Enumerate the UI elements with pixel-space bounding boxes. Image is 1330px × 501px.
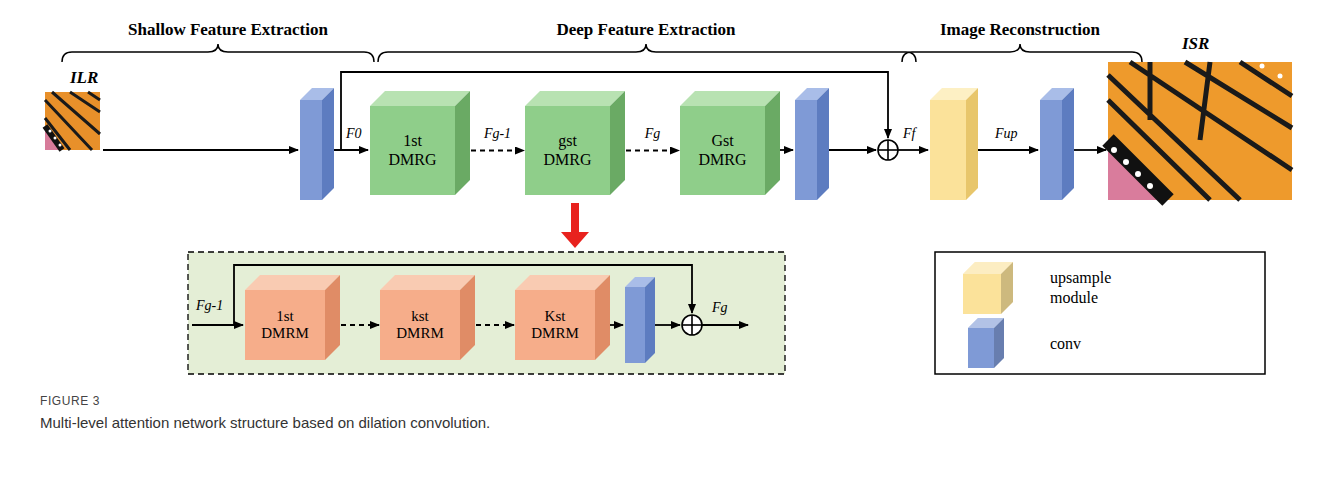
node-label: kst DMRM — [390, 308, 450, 343]
swatch-side — [1001, 262, 1013, 314]
legend-swatch — [968, 318, 1004, 368]
dashed-connector — [341, 324, 379, 326]
dashed-connector — [471, 150, 524, 152]
dashed-connector — [476, 324, 514, 326]
cube-top — [680, 91, 780, 106]
cube-side — [595, 275, 610, 360]
process-cube: Gst DMRG — [680, 91, 780, 195]
section-heading: Image Reconstruction — [940, 20, 1100, 40]
swatch-shape — [968, 318, 1004, 368]
cube-face: 1st DMRG — [370, 106, 455, 195]
section-brace — [62, 44, 374, 62]
cube-top — [525, 91, 625, 106]
swatch-front — [968, 328, 994, 368]
swatch-shape — [963, 262, 1013, 314]
cube-side — [325, 275, 340, 360]
cube-face: kst DMRM — [380, 290, 460, 360]
swatch-side-shade — [1001, 262, 1013, 314]
swatch-side — [994, 318, 1004, 368]
signal-label: Fup — [995, 126, 1018, 143]
swatch-front — [963, 274, 1001, 314]
cube-front — [525, 106, 610, 195]
cube-side — [460, 275, 475, 360]
group-detail-box — [188, 252, 785, 374]
signal-label: ISR — [1182, 34, 1209, 54]
signal-label: F0 — [346, 126, 362, 143]
cube-face: Kst DMRM — [515, 290, 595, 360]
legend-swatch — [963, 262, 1013, 314]
cube-front — [380, 290, 460, 360]
section-brace — [378, 44, 916, 62]
node-label: Gst DMRG — [693, 132, 753, 169]
cube-front — [680, 106, 765, 195]
section-heading: Deep Feature Extraction — [556, 20, 735, 40]
sum-symbol — [878, 140, 898, 160]
figure-number: FIGURE 3 — [40, 394, 100, 408]
cube-front — [370, 106, 455, 195]
cube-top — [515, 275, 610, 290]
edge-label: Fg — [643, 126, 663, 142]
signal-label: Fg — [712, 300, 728, 317]
cube-top — [370, 91, 470, 106]
process-cube: gst DMRG — [525, 91, 625, 195]
signal-label: ILR — [70, 68, 98, 88]
signal-label: Ff — [903, 126, 915, 143]
node-label: 1st DMRG — [383, 132, 443, 169]
figure-caption: Multi-level attention network structure … — [40, 414, 490, 431]
legend-text: upsample module — [1050, 268, 1145, 308]
cube-front — [245, 290, 325, 360]
expand-arrow — [561, 203, 589, 248]
section-brace — [902, 44, 1142, 62]
cube-side — [610, 91, 625, 195]
conv-layer — [795, 88, 829, 200]
cube-top — [245, 275, 340, 290]
upsample-module — [930, 88, 978, 200]
signal-label: Fg-1 — [196, 298, 223, 315]
cube-side — [765, 91, 780, 195]
cube-face: gst DMRG — [525, 106, 610, 195]
conv-layer — [625, 277, 655, 363]
dashed-connector — [626, 150, 679, 152]
node-label: gst DMRG — [538, 132, 598, 169]
node-label: Kst DMRM — [525, 308, 585, 343]
conv-layer — [1040, 88, 1074, 200]
cube-front — [515, 290, 595, 360]
legend-frame — [935, 252, 1265, 374]
input-image — [45, 92, 100, 150]
legend-text: conv — [1050, 334, 1145, 354]
process-cube: kst DMRM — [380, 275, 475, 360]
conv-layer — [300, 88, 334, 200]
process-cube: 1st DMRM — [245, 275, 340, 360]
swatch-side-shade — [994, 318, 1004, 368]
process-cube: 1st DMRG — [370, 91, 470, 195]
cube-side — [455, 91, 470, 195]
output-image — [1108, 62, 1292, 200]
edge-label: Fg-1 — [482, 126, 513, 142]
cube-top — [380, 275, 475, 290]
node-label: 1st DMRM — [255, 308, 315, 343]
section-heading: Shallow Feature Extraction — [128, 20, 328, 40]
cube-face: 1st DMRM — [245, 290, 325, 360]
process-cube: Kst DMRM — [515, 275, 610, 360]
sum-symbol — [682, 315, 702, 335]
cube-face: Gst DMRG — [680, 106, 765, 195]
